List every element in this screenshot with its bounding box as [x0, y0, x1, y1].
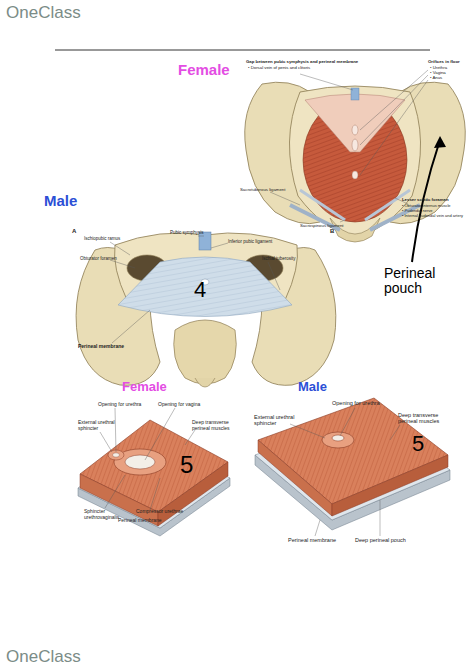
part-label: Pubic symphysis [170, 231, 204, 236]
part-label: Compressor urethrae [136, 509, 183, 515]
part-label: External urethral sphincter [254, 414, 302, 426]
part-label: Opening for vagina [158, 402, 200, 408]
part-label: Deep transverse perineal muscles [192, 420, 236, 431]
part-label: Inferior pubic ligament [228, 240, 272, 245]
part-label: • Obturator internus muscle [402, 204, 451, 208]
part-label: Deep transverse perineal muscles [398, 412, 448, 424]
part-label: Obturator foramen [80, 257, 117, 262]
part-label: Sacrotuberous ligament [240, 188, 285, 193]
part-label: Perineal membrane [78, 344, 124, 350]
figure-letter: A [72, 228, 76, 235]
panel-heading: Male [44, 193, 77, 210]
part-label: Deep perineal pouch [355, 537, 406, 543]
male-block [255, 398, 450, 536]
part-label: Perineal membrane [288, 537, 336, 543]
part-label: • Internal pudendal vein and artery [402, 214, 463, 218]
panel-heading: Female [122, 380, 167, 394]
male-pelvis [76, 232, 336, 387]
pointer-label: Perineal pouch [384, 266, 464, 297]
part-label: Perineal membrane [118, 518, 162, 524]
part-label: • Anus [430, 76, 442, 81]
part-label: Orifices in floor [428, 60, 460, 65]
part-label: Ischiopubic ramus [84, 237, 120, 242]
watermark: OneClass [6, 648, 81, 667]
panel-heading: Female [178, 62, 230, 79]
part-label: Lesser sciatic foramen [402, 198, 449, 203]
part-label: External urethral sphincter [78, 420, 120, 431]
arrow-head [434, 136, 446, 148]
part-label: • Pudendal nerve [402, 209, 433, 213]
part-label: Opening for urethra [98, 402, 141, 408]
figure-letter: B [330, 228, 334, 235]
part-label: • Vagina [430, 71, 446, 76]
watermark: OneClass [6, 4, 81, 23]
callout-number: 4 [194, 278, 206, 302]
part-label: • Urethra [430, 66, 447, 71]
female-pelvis [245, 70, 466, 242]
part-label: Ischial tuberosity [262, 257, 296, 262]
part-label: • Dorsal vein of penis and clitoris [248, 66, 310, 71]
callout-number: 5 [412, 432, 424, 456]
part-label: Opening for urethra [332, 400, 380, 406]
header-rule [55, 50, 430, 51]
part-label: Sacrospinous ligament [300, 224, 343, 229]
part-label: Gap between pubic symphysis and perineal… [246, 60, 358, 65]
panel-heading: Male [298, 380, 327, 394]
callout-number: 5 [180, 452, 193, 478]
